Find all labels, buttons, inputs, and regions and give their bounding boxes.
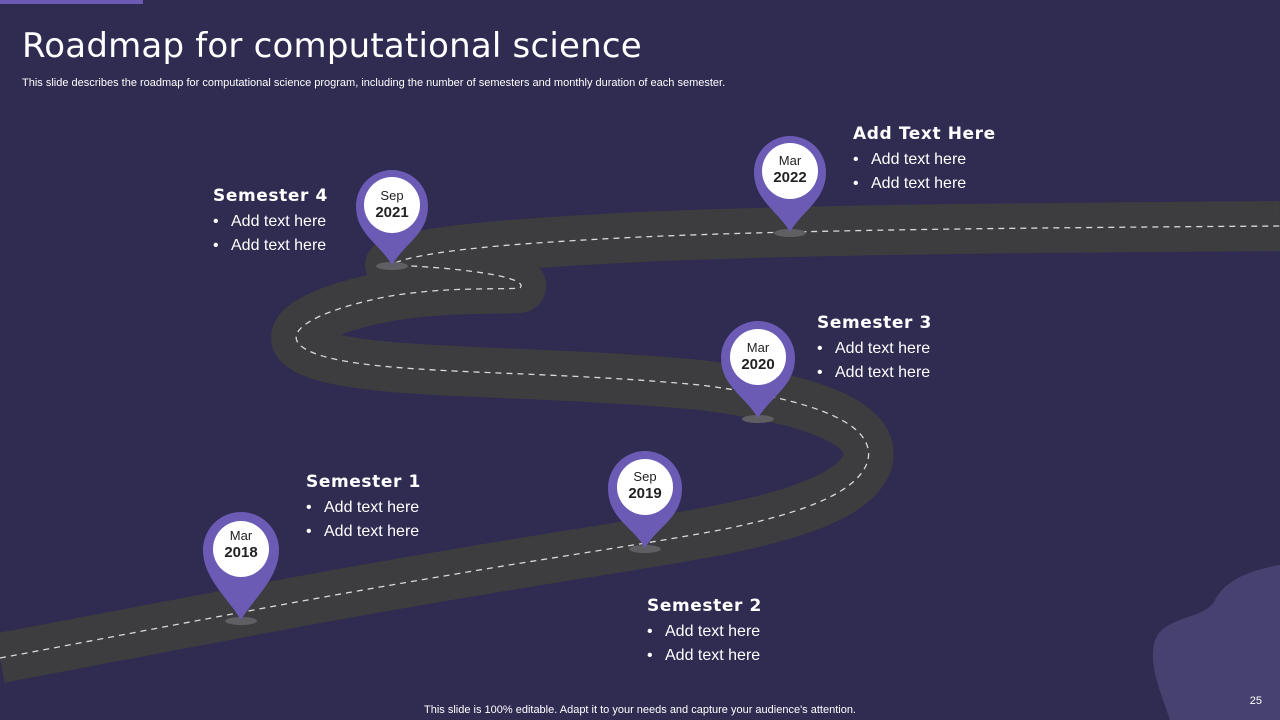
- add-text-block: Add Text Here •Add text here •Add text h…: [853, 124, 996, 196]
- bullet-item: •Add text here: [853, 175, 967, 192]
- slide-subtitle: This slide describes the roadmap for com…: [22, 77, 726, 89]
- milestone-label-2: Sep 2019: [619, 469, 671, 503]
- bullet-item: •Add text here: [306, 499, 420, 516]
- milestone-year: 2021: [375, 204, 409, 221]
- block-heading: Semester 2: [647, 596, 762, 616]
- milestone-label-1: Mar 2018: [215, 528, 267, 562]
- milestone-month: Mar: [746, 340, 770, 355]
- milestone-pin-5: [754, 136, 826, 237]
- bullet-item: •Add text here: [647, 647, 761, 664]
- semester-3-block: Semester 3 •Add text here •Add text here: [817, 313, 932, 385]
- semester-1-block: Semester 1 •Add text here •Add text here: [306, 472, 421, 544]
- background-blob: [1152, 565, 1280, 720]
- milestone-year: 2022: [773, 169, 807, 186]
- page-number: 25: [1249, 695, 1262, 707]
- block-heading: Semester 3: [817, 313, 932, 333]
- milestone-pin-2: [608, 451, 682, 553]
- bullet-item: •Add text here: [647, 623, 761, 640]
- footer-note: This slide is 100% editable. Adapt it to…: [424, 704, 856, 716]
- slide-title: Roadmap for computational science: [22, 26, 642, 66]
- bullet-item: •Add text here: [213, 213, 327, 230]
- milestone-year: 2019: [628, 485, 662, 502]
- semester-4-block: Semester 4 •Add text here •Add text here: [213, 186, 328, 258]
- milestone-month: Mar: [229, 528, 253, 543]
- milestone-year: 2018: [224, 544, 258, 561]
- milestone-label-5: Mar 2022: [764, 153, 816, 187]
- milestone-pin-3: [721, 321, 795, 423]
- block-heading: Semester 1: [306, 472, 421, 492]
- milestone-pin-4: [356, 170, 428, 270]
- road-surface: [0, 201, 1280, 683]
- semester-2-block: Semester 2 •Add text here •Add text here: [647, 596, 762, 668]
- road-centerline: [0, 225, 1280, 659]
- bullet-item: •Add text here: [853, 151, 967, 168]
- milestone-month: Mar: [778, 153, 802, 168]
- bullet-item: •Add text here: [213, 237, 327, 254]
- milestone-month: Sep: [633, 469, 657, 484]
- block-heading: Semester 4: [213, 186, 328, 206]
- milestone-label-3: Mar 2020: [732, 340, 784, 374]
- bullet-item: •Add text here: [817, 364, 931, 381]
- milestone-year: 2020: [741, 356, 775, 373]
- bullet-item: •Add text here: [817, 340, 931, 357]
- milestone-label-4: Sep 2021: [366, 188, 418, 222]
- bullet-item: •Add text here: [306, 523, 420, 540]
- top-accent-bar: [0, 0, 143, 4]
- milestone-pin-1: [203, 512, 279, 625]
- block-heading: Add Text Here: [853, 124, 996, 144]
- milestone-month: Sep: [380, 188, 404, 203]
